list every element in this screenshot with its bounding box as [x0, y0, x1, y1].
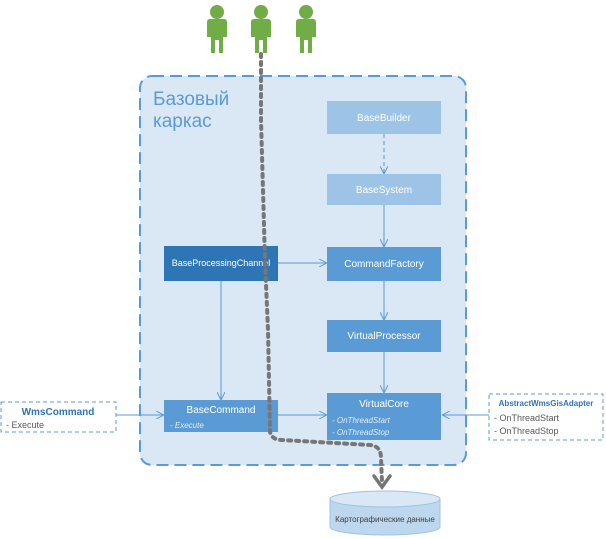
base-system-box: [327, 174, 441, 205]
request-path-arrowhead: [372, 474, 392, 490]
framework-title-line2: каркас: [153, 111, 212, 132]
base-command-label: BaseCommand: [187, 405, 256, 416]
virtual-processor-box: [327, 320, 441, 352]
virtual-core-box: [327, 393, 441, 440]
command-factory-label: CommandFactory: [344, 259, 423, 270]
user-icon: [296, 5, 316, 53]
virtual-core-method: - OnThreadStop: [332, 428, 390, 437]
base-builder-label: BaseBuilder: [357, 113, 412, 124]
gis-adapter-item: - OnThreadStart: [494, 413, 560, 423]
gis-adapter-item: - OnThreadStop: [494, 426, 559, 436]
wms-command-item: - Execute: [6, 420, 44, 430]
gis-adapter-box: [488, 393, 604, 441]
gis-adapter-title: AbstractWmsGisAdapter: [499, 399, 594, 408]
base-command-box: [164, 400, 278, 432]
wms-command-box: [0, 401, 117, 433]
base-builder-box: [327, 101, 441, 134]
database-icon: [329, 490, 441, 536]
database-label: Картографические данные: [335, 515, 435, 524]
framework-title-line1: Базовый: [153, 89, 229, 110]
wms-command-title: WmsCommand: [22, 407, 95, 418]
base-processing-channel-box: [164, 246, 278, 281]
user-icon: [207, 5, 227, 53]
command-factory-box: [327, 247, 441, 281]
base-system-label: BaseSystem: [356, 185, 412, 196]
virtual-core-label: VirtualCore: [359, 399, 409, 410]
virtual-processor-label: VirtualProcessor: [347, 331, 421, 342]
virtual-core-method: - OnThreadStart: [332, 416, 391, 425]
user-icon: [251, 5, 271, 53]
request-path: [259, 52, 384, 484]
base-command-method: - Execute: [170, 421, 204, 430]
base-processing-channel-label: BaseProcessingChannel: [172, 258, 271, 268]
